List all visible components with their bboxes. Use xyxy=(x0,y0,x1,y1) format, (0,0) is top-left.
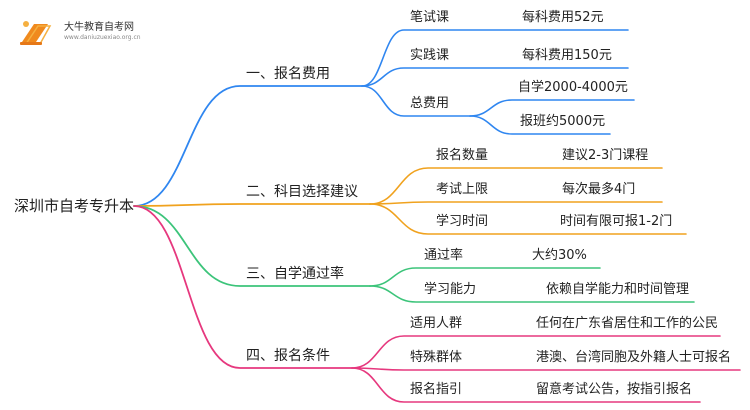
logo-name: 大牛教育自考网 xyxy=(64,22,134,33)
branch-2-label: 二、科目选择建议 xyxy=(246,184,358,200)
branch-2-sub-3-connector xyxy=(369,203,687,235)
branch-3-sub-2-connector xyxy=(369,285,695,303)
book-logo-icon xyxy=(20,21,52,45)
root-topic: 深圳市自考专升本 xyxy=(14,197,135,215)
branch-1-item-1-value: 每科费用52元 xyxy=(522,10,604,25)
branch-2-item-2-value: 每次最多4门 xyxy=(562,182,636,197)
branch-4-sub-3-connector xyxy=(351,367,701,403)
branch-2-sub-1-connector xyxy=(369,167,663,205)
branch-1-connector xyxy=(133,85,363,207)
branch-3-sub-1-connector xyxy=(369,267,601,287)
branch-1-item-2-label: 实践课 xyxy=(410,48,450,63)
branch-2-item-1-value: 建议2-3门课程 xyxy=(562,148,649,163)
branch-1-sub-3b-connector xyxy=(469,115,611,135)
branch-2-item-2-label: 考试上限 xyxy=(436,182,489,197)
branch-1-sub-3-connector xyxy=(361,85,471,117)
branch-4-item-3-label: 报名指引 xyxy=(410,382,463,397)
branch-4-item-2-value: 港澳、台湾同胞及外籍人士可报名 xyxy=(536,350,732,365)
branch-2-connector xyxy=(133,203,371,207)
branch-2-item-1-label: 报名数量 xyxy=(436,148,489,163)
branch-1-item-2-value: 每科费用150元 xyxy=(522,48,612,63)
branch-1-sub-2-connector xyxy=(361,67,629,87)
branch-4-sub-1-connector xyxy=(351,335,721,369)
branch-4-item-2-label: 特殊群体 xyxy=(410,350,463,365)
branch-4-sub-2-connector xyxy=(351,367,741,371)
branch-1-sub-3a-connector xyxy=(469,99,635,117)
branch-3-label: 三、自学通过率 xyxy=(246,266,344,282)
branch-2-item-3-label: 学习时间 xyxy=(436,214,489,229)
branch-4-label: 四、报名条件 xyxy=(246,348,330,364)
branch-1-item-3-value-2: 报班约5000元 xyxy=(520,114,606,129)
branch-4-item-1-label: 适用人群 xyxy=(410,316,463,331)
branch-1-item-3-label: 总费用 xyxy=(410,96,450,111)
branch-1-item-3-value-1: 自学2000-4000元 xyxy=(518,80,628,95)
branch-3-connector xyxy=(133,205,371,287)
branch-2-item-3-value: 时间有限可报1-2门 xyxy=(560,214,673,229)
branch-3-item-1-label: 通过率 xyxy=(424,248,464,263)
branch-1-item-1-label: 笔试课 xyxy=(410,10,450,25)
branch-3-item-2-value: 依赖自学能力和时间管理 xyxy=(546,282,690,297)
logo-url: www.daniuzuexiao.org.cn xyxy=(64,34,141,41)
branch-2-sub-2-connector xyxy=(369,201,663,205)
branch-4-item-3-value: 留意考试公告，按指引报名 xyxy=(536,382,693,397)
logo: 大牛教育自考网 www.daniuzuexiao.org.cn xyxy=(12,12,142,48)
branch-4-connector xyxy=(133,205,353,369)
branch-3-item-1-value: 大约30% xyxy=(532,248,587,263)
branch-1-sub-1-connector xyxy=(361,29,629,87)
branch-1-label: 一、报名费用 xyxy=(246,66,330,82)
branch-4-item-1-value: 任何在广东省居住和工作的公民 xyxy=(536,316,719,331)
branch-3-item-2-label: 学习能力 xyxy=(424,282,477,297)
